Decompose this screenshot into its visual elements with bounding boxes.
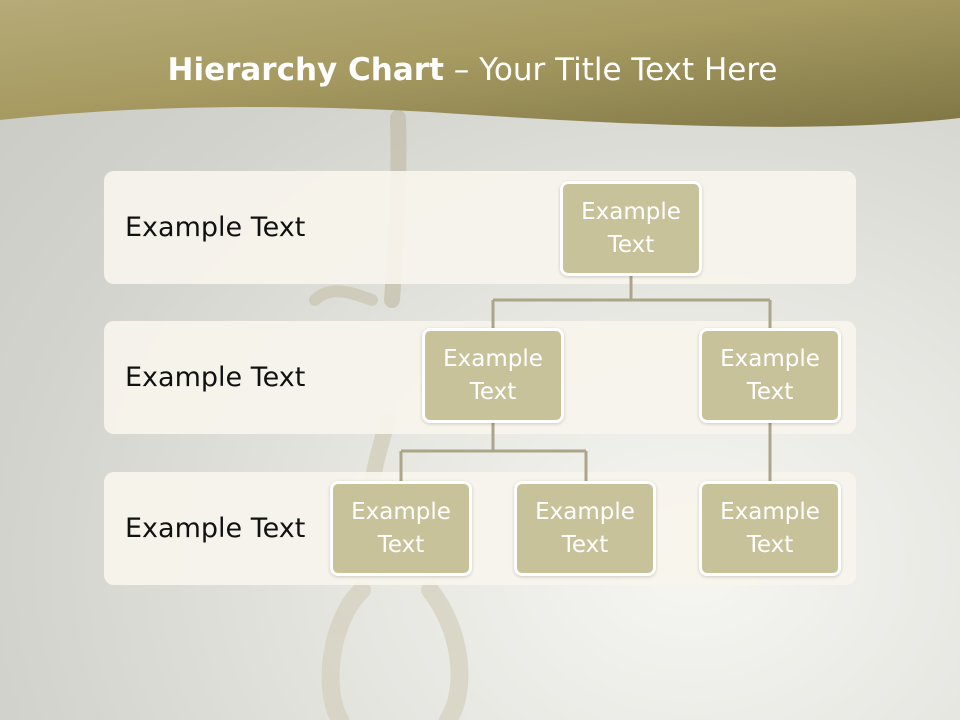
node-level3-middle[interactable]: Example Text (514, 481, 656, 576)
connector-root-to-level2 (491, 276, 772, 328)
slide-title: Hierarchy Chart – Your Title Text Here (0, 52, 945, 88)
node-level3-middle-label: Example Text (535, 498, 635, 558)
node-level3-left[interactable]: Example Text (330, 481, 472, 576)
node-level2-left-label: Example Text (443, 345, 543, 405)
node-level3-left-label: Example Text (351, 498, 451, 558)
node-level2-left[interactable]: Example Text (422, 328, 564, 423)
node-level3-right-label: Example Text (720, 498, 820, 558)
node-level3-right[interactable]: Example Text (699, 481, 841, 576)
level-label-3: Example Text (125, 513, 306, 544)
node-level2-right-label: Example Text (720, 345, 820, 405)
level-label-1: Example Text (125, 212, 306, 243)
node-level2-right[interactable]: Example Text (699, 328, 841, 423)
node-root[interactable]: Example Text (560, 181, 702, 276)
title-bold: Hierarchy Chart (167, 52, 444, 88)
title-rest: – Your Title Text Here (443, 52, 778, 88)
connector-left-to-level3 (399, 423, 588, 481)
node-root-label: Example Text (581, 198, 681, 258)
header-band (0, 0, 960, 127)
level-band-1: Example Text (104, 171, 856, 284)
level-label-2: Example Text (125, 362, 306, 393)
